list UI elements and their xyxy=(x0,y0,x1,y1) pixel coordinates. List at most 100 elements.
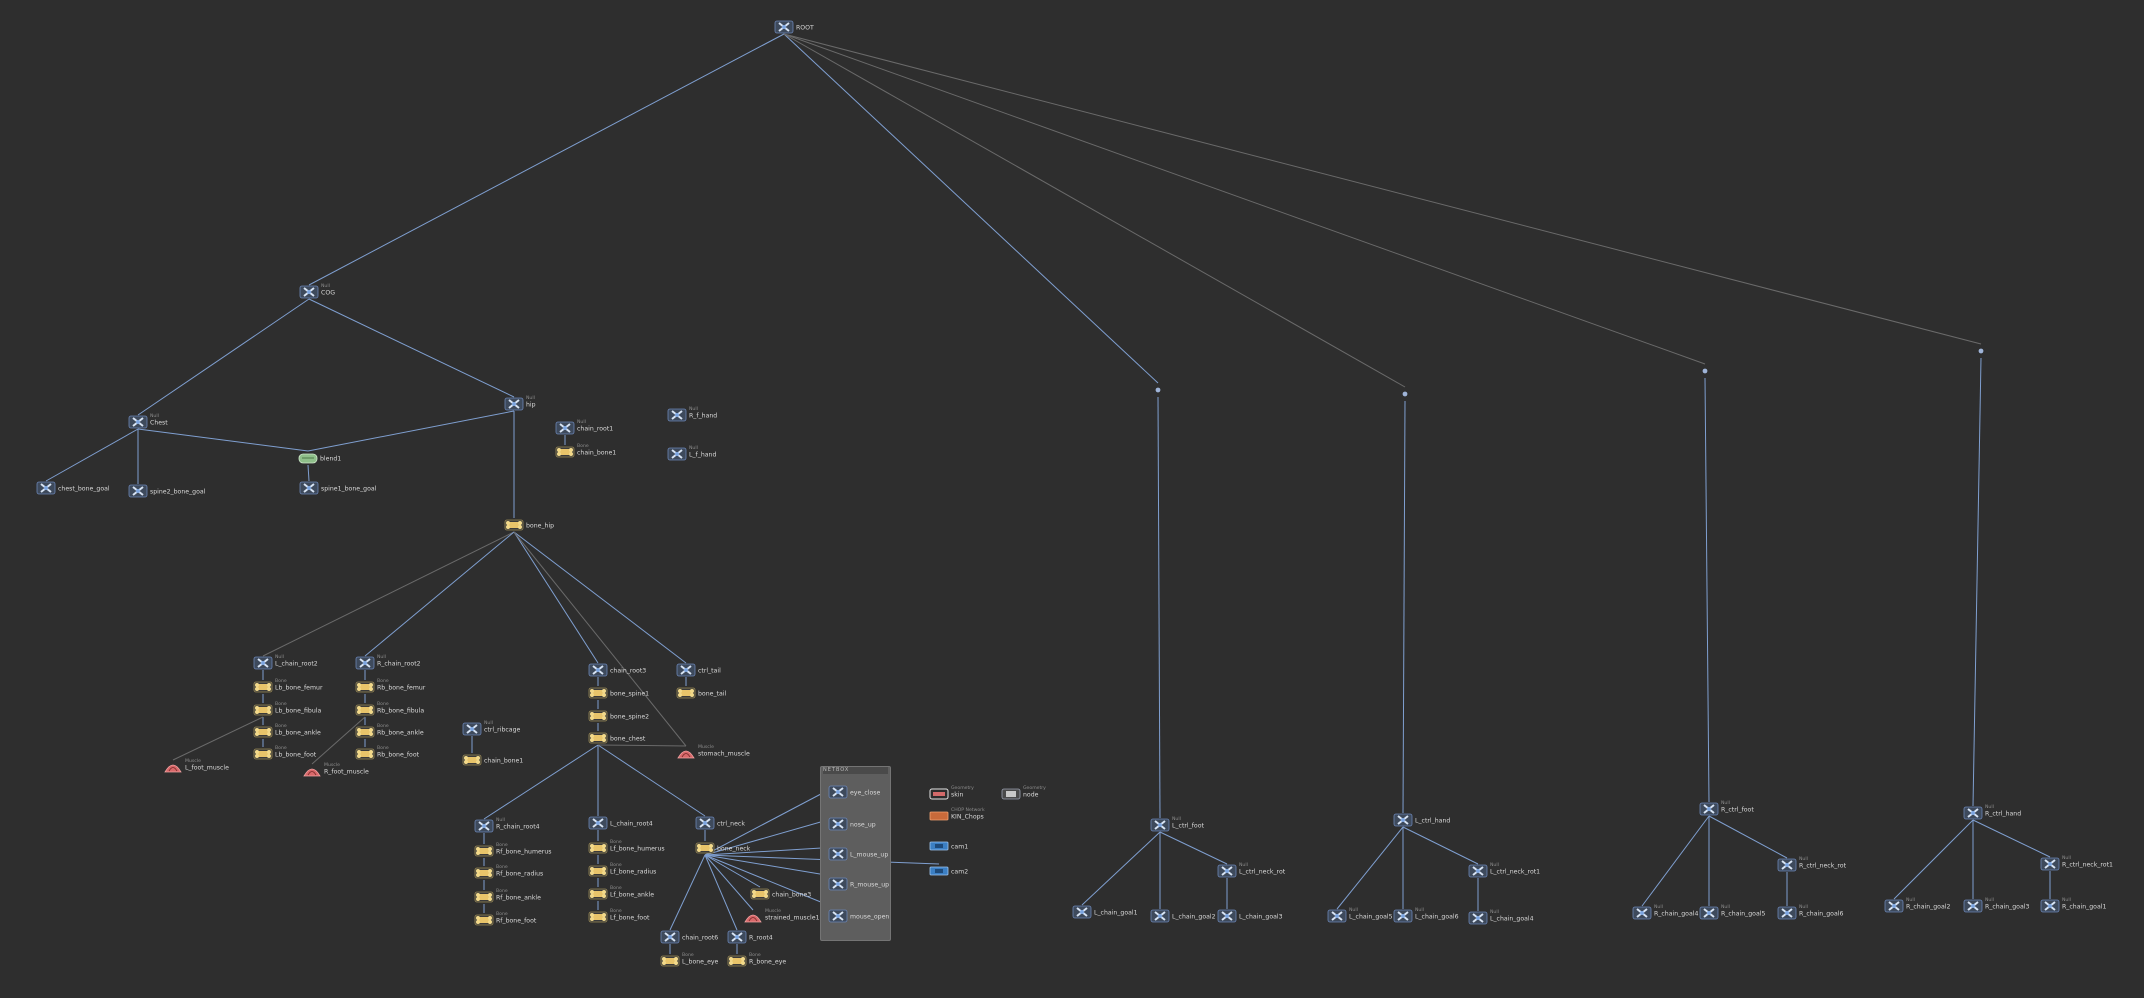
bone-node-icon[interactable] xyxy=(355,747,375,761)
wire-d4-r_ctrl_hand xyxy=(1972,357,1982,807)
node-label: Chest xyxy=(150,419,168,427)
null-node-icon[interactable] xyxy=(504,397,524,411)
bone-node-icon[interactable] xyxy=(253,725,273,739)
bone-node-icon[interactable] xyxy=(588,709,608,723)
muscle-node-icon[interactable] xyxy=(743,910,763,924)
null-node-icon[interactable] xyxy=(676,663,696,677)
bone-node-icon[interactable] xyxy=(588,731,608,745)
bone-node-icon[interactable] xyxy=(588,686,608,700)
null-node-icon[interactable] xyxy=(1072,905,1092,919)
null-node-icon[interactable] xyxy=(1150,818,1170,832)
null-node-icon[interactable] xyxy=(828,817,848,831)
null-node-icon[interactable] xyxy=(36,481,56,495)
wire-bone_neck-chain_root6 xyxy=(669,854,706,931)
bone-node-icon[interactable] xyxy=(588,887,608,901)
node-label: strained_muscle1 xyxy=(765,914,820,922)
bone-node-icon[interactable] xyxy=(695,841,715,855)
bone-node-icon[interactable] xyxy=(462,753,482,767)
bone-node-icon[interactable] xyxy=(355,680,375,694)
null-node-icon[interactable] xyxy=(727,930,747,944)
null-node-icon[interactable] xyxy=(299,481,319,495)
null-node-icon[interactable] xyxy=(695,816,715,830)
chop-node-icon[interactable] xyxy=(929,809,949,823)
null-node-icon[interactable] xyxy=(128,484,148,498)
null-node-icon[interactable] xyxy=(1884,899,1904,913)
cam-node-icon[interactable] xyxy=(929,839,949,853)
muscle-node-icon[interactable] xyxy=(163,760,183,774)
bone-node-icon[interactable] xyxy=(660,954,680,968)
null-node-icon[interactable] xyxy=(828,877,848,891)
null-node-icon[interactable] xyxy=(1777,906,1797,920)
null-node-icon[interactable] xyxy=(1699,906,1719,920)
bone-node-icon[interactable] xyxy=(504,518,524,532)
null-node-icon[interactable] xyxy=(128,415,148,429)
bone-node-icon[interactable] xyxy=(355,703,375,717)
cam-node-icon[interactable] xyxy=(929,864,949,878)
null-node-icon[interactable] xyxy=(1632,906,1652,920)
bone-node-icon[interactable] xyxy=(555,445,575,459)
null-node-icon[interactable] xyxy=(1699,802,1719,816)
node-type-label: Null xyxy=(1490,910,1499,915)
bone-node-icon[interactable] xyxy=(588,841,608,855)
null-node-icon[interactable] xyxy=(555,421,575,435)
null-node-icon[interactable] xyxy=(660,930,680,944)
null-node-icon[interactable] xyxy=(1963,899,1983,913)
null-node-icon[interactable] xyxy=(588,816,608,830)
null-node-icon[interactable] xyxy=(1327,909,1347,923)
null-node-icon[interactable] xyxy=(1468,911,1488,925)
geo-node-icon[interactable] xyxy=(1001,787,1021,801)
wire-root-d1 xyxy=(783,33,1159,384)
bone-node-icon[interactable] xyxy=(355,725,375,739)
null-node-icon[interactable] xyxy=(828,847,848,861)
null-node-icon[interactable] xyxy=(1393,909,1413,923)
bone-node-icon[interactable] xyxy=(474,866,494,880)
null-node-icon[interactable] xyxy=(474,819,494,833)
node-type-label: Null xyxy=(1721,905,1730,910)
null-node-icon[interactable] xyxy=(828,909,848,923)
bone-node-icon[interactable] xyxy=(727,954,747,968)
wire-dot[interactable] xyxy=(1402,391,1408,397)
bone-node-icon[interactable] xyxy=(253,680,273,694)
null-node-icon[interactable] xyxy=(355,656,375,670)
null-node-icon[interactable] xyxy=(1777,858,1797,872)
node-label: R_chain_goal3 xyxy=(1985,903,2030,911)
null-node-icon[interactable] xyxy=(1217,864,1237,878)
null-node-icon[interactable] xyxy=(1150,909,1170,923)
node-type-label: Null xyxy=(577,420,586,425)
null-node-icon[interactable] xyxy=(1217,909,1237,923)
null-node-icon[interactable] xyxy=(1963,806,1983,820)
null-node-icon[interactable] xyxy=(2040,899,2060,913)
bone-node-icon[interactable] xyxy=(750,887,770,901)
bone-node-icon[interactable] xyxy=(474,890,494,904)
null-node-icon[interactable] xyxy=(828,785,848,799)
null-node-icon[interactable] xyxy=(462,722,482,736)
null-node-icon[interactable] xyxy=(588,663,608,677)
null-node-icon[interactable] xyxy=(1393,813,1413,827)
bone-node-icon[interactable] xyxy=(474,913,494,927)
bone-node-icon[interactable] xyxy=(588,910,608,924)
bone-node-icon[interactable] xyxy=(676,686,696,700)
muscle-node-icon[interactable] xyxy=(676,746,696,760)
bone-node-icon[interactable] xyxy=(253,747,273,761)
muscle-node-icon[interactable] xyxy=(302,764,322,778)
null-node-icon[interactable] xyxy=(1468,864,1488,878)
bone-node-icon[interactable] xyxy=(253,703,273,717)
wire-dot[interactable] xyxy=(1978,348,1984,354)
null-node-icon[interactable] xyxy=(253,656,273,670)
null-node-icon[interactable] xyxy=(2040,857,2060,871)
null-node-icon[interactable] xyxy=(667,447,687,461)
wire-dot[interactable] xyxy=(1702,368,1708,374)
null-node-icon[interactable] xyxy=(774,20,794,34)
blend-node-icon[interactable] xyxy=(298,451,318,465)
wire-dot[interactable] xyxy=(1155,387,1161,393)
bone-node-icon[interactable] xyxy=(588,864,608,878)
null-node-icon[interactable] xyxy=(667,408,687,422)
node-type-label: Bone xyxy=(610,863,622,868)
skin-node-icon[interactable] xyxy=(929,787,949,801)
node-label: R_chain_goal1 xyxy=(2062,903,2107,911)
null-node-icon[interactable] xyxy=(299,285,319,299)
node-type-label: Bone xyxy=(377,679,389,684)
bone-node-icon[interactable] xyxy=(474,844,494,858)
node-label: ROOT xyxy=(796,24,814,32)
